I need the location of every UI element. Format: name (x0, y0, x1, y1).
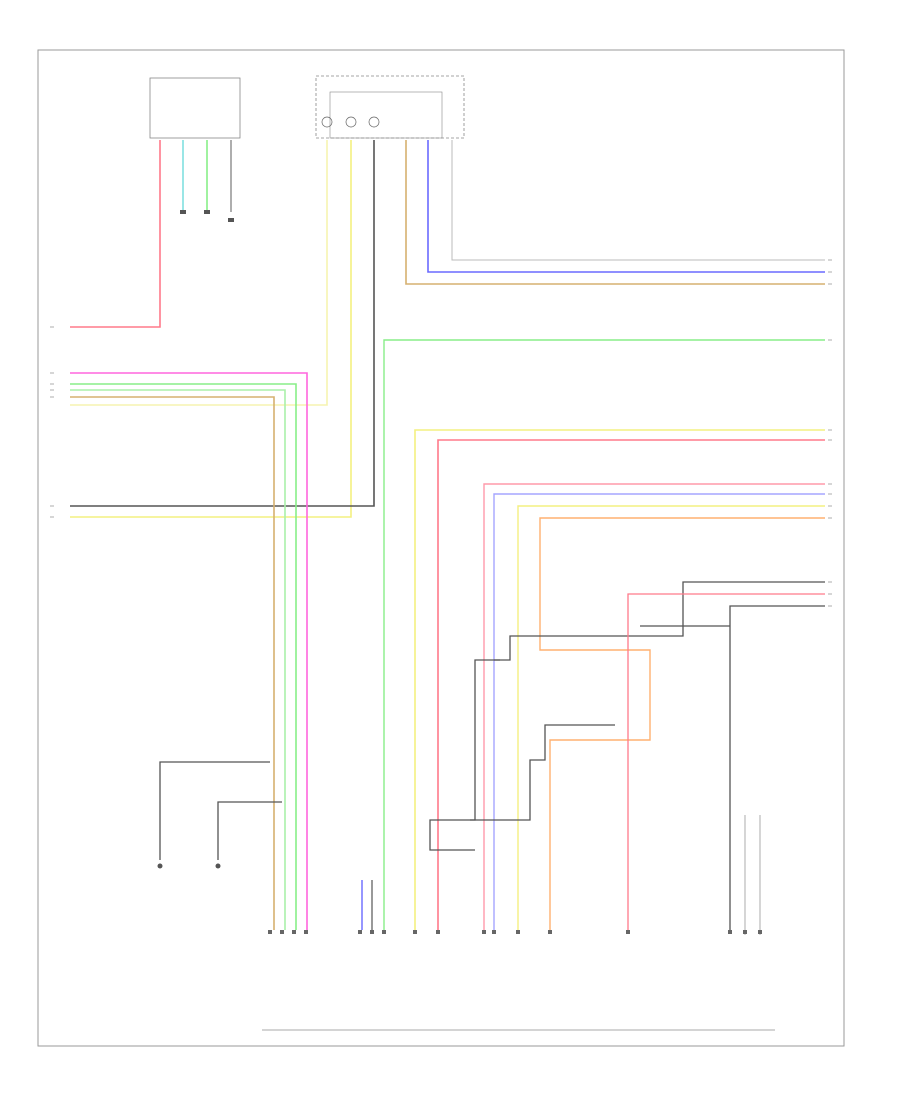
wire-yellow-2 (70, 140, 352, 518)
ground-marks (180, 210, 234, 222)
wire-group-left-bundle (70, 372, 308, 930)
wire-group-top-center (70, 140, 825, 518)
wire-red-low (627, 593, 825, 930)
wire-lightblue-mid (493, 493, 825, 930)
wire-black-low-2 (729, 605, 825, 930)
wire-yellow-right (414, 429, 825, 930)
wire-yellow-mid (517, 505, 825, 930)
wire-magenta-left (70, 372, 308, 930)
wire-gray-6 (451, 140, 825, 261)
wire-group-top-left (70, 140, 232, 328)
diagram-frame (37, 49, 845, 1047)
wire-lightgreen-left (70, 389, 286, 930)
connector-pins-bottom (268, 930, 762, 934)
wire-red-top-left (70, 140, 161, 328)
wire-group-lower-left (159, 761, 282, 860)
terminal-circles (321, 116, 380, 128)
wire-black-zigzag (429, 659, 500, 851)
right-edge-ticks (828, 259, 832, 607)
wire-black-3 (70, 140, 375, 507)
wire-pink-mid (483, 483, 825, 930)
component-stub-bottom-right (744, 815, 761, 935)
ground-circles (157, 863, 221, 869)
wire-red-right (437, 439, 825, 930)
wire-black-low-1 (494, 581, 825, 661)
wire-group-right-middle (483, 483, 825, 930)
component-box-left (149, 77, 241, 139)
left-edge-ticks (50, 326, 54, 518)
wire-orange-mid (539, 517, 825, 930)
wire-group-right-upper (414, 429, 825, 930)
wire-black-ground-2 (217, 801, 282, 860)
wire-group-right-lower (429, 581, 825, 930)
wire-tan-4 (405, 140, 825, 285)
wire-black-zigzag-2 (470, 724, 615, 821)
wire-blue-5 (427, 140, 825, 273)
wire-tan-left (70, 396, 275, 930)
component-inner-box (329, 91, 443, 139)
wire-green-right (383, 339, 825, 930)
wire-black-ground-1 (159, 761, 270, 860)
wire-green-left (70, 383, 297, 930)
wire-paleyellow-1 (70, 140, 328, 406)
